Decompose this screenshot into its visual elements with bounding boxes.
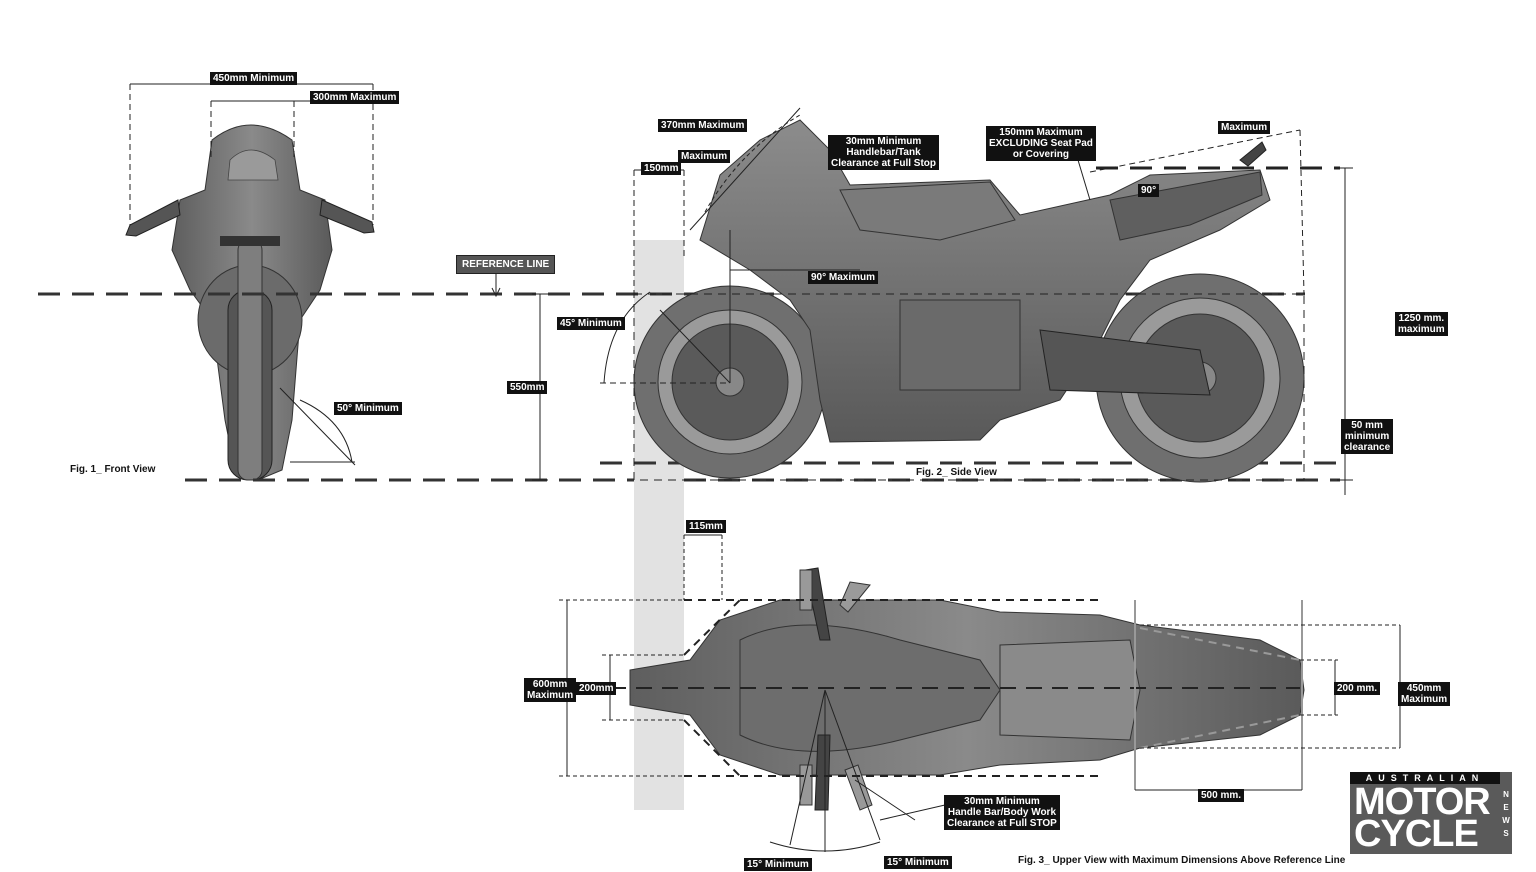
- side-view-bike: [633, 119, 1305, 483]
- logo-line1: MOTOR: [1354, 781, 1491, 823]
- top-600-label: 600mm Maximum: [524, 678, 577, 702]
- side-50-clearance-label: 50 mm minimum clearance: [1341, 419, 1394, 454]
- top-15-right-label: 15° Minimum: [884, 856, 952, 869]
- top-15-left-label: 15° Minimum: [744, 858, 812, 871]
- top-200-right-label: 200 mm.: [1334, 682, 1381, 695]
- side-30-handlebar-label: 30mm Minimum Handlebar/Tank Clearance at…: [828, 135, 940, 170]
- top-115-label: 115mm: [686, 520, 726, 533]
- reference-line-label: REFERENCE LINE: [456, 255, 556, 274]
- front-angle-50-label: 50° Minimum: [334, 402, 402, 415]
- side-90-seat-label: 90°: [1138, 184, 1160, 197]
- top-500-label: 500 mm.: [1198, 789, 1245, 802]
- side-45-min-label: 45° Minimum: [557, 317, 625, 330]
- front-width-300-label: 300mm Maximum: [310, 91, 400, 104]
- fig1-caption: Fig. 1_ Front View: [70, 464, 156, 475]
- top-450-label: 450mm Maximum: [1398, 682, 1451, 706]
- fig3-caption: Fig. 3_ Upper View with Maximum Dimensio…: [1018, 855, 1346, 866]
- top-view-bike: [629, 567, 1305, 811]
- side-90-max-label: 90° Maximum: [808, 271, 879, 284]
- logo-line2: CYCLE: [1354, 813, 1479, 855]
- side-1250-label: 1250 mm. maximum: [1395, 312, 1448, 336]
- fig2-caption: Fig. 2_ Side View: [916, 467, 997, 478]
- side-550-label: 550mm: [507, 381, 548, 394]
- top-view-dims: [559, 534, 1401, 852]
- side-max-fairing-label: Maximum: [678, 150, 731, 163]
- side-max-tail-label: Maximum: [1218, 121, 1271, 134]
- top-200-left-label: 200mm: [576, 682, 617, 695]
- side-150-label: 150mm: [641, 162, 682, 175]
- top-30-handlebar-label: 30mm Minimum Handle Bar/Body Work Cleara…: [944, 795, 1060, 830]
- side-370-label: 370mm Maximum: [658, 119, 748, 132]
- logo-top-text: AUSTRALIAN: [1350, 772, 1500, 784]
- front-width-450-label: 450mm Minimum: [210, 72, 298, 85]
- side-150-seat-label: 150mm Maximum EXCLUDING Seat Pad or Cove…: [986, 126, 1096, 161]
